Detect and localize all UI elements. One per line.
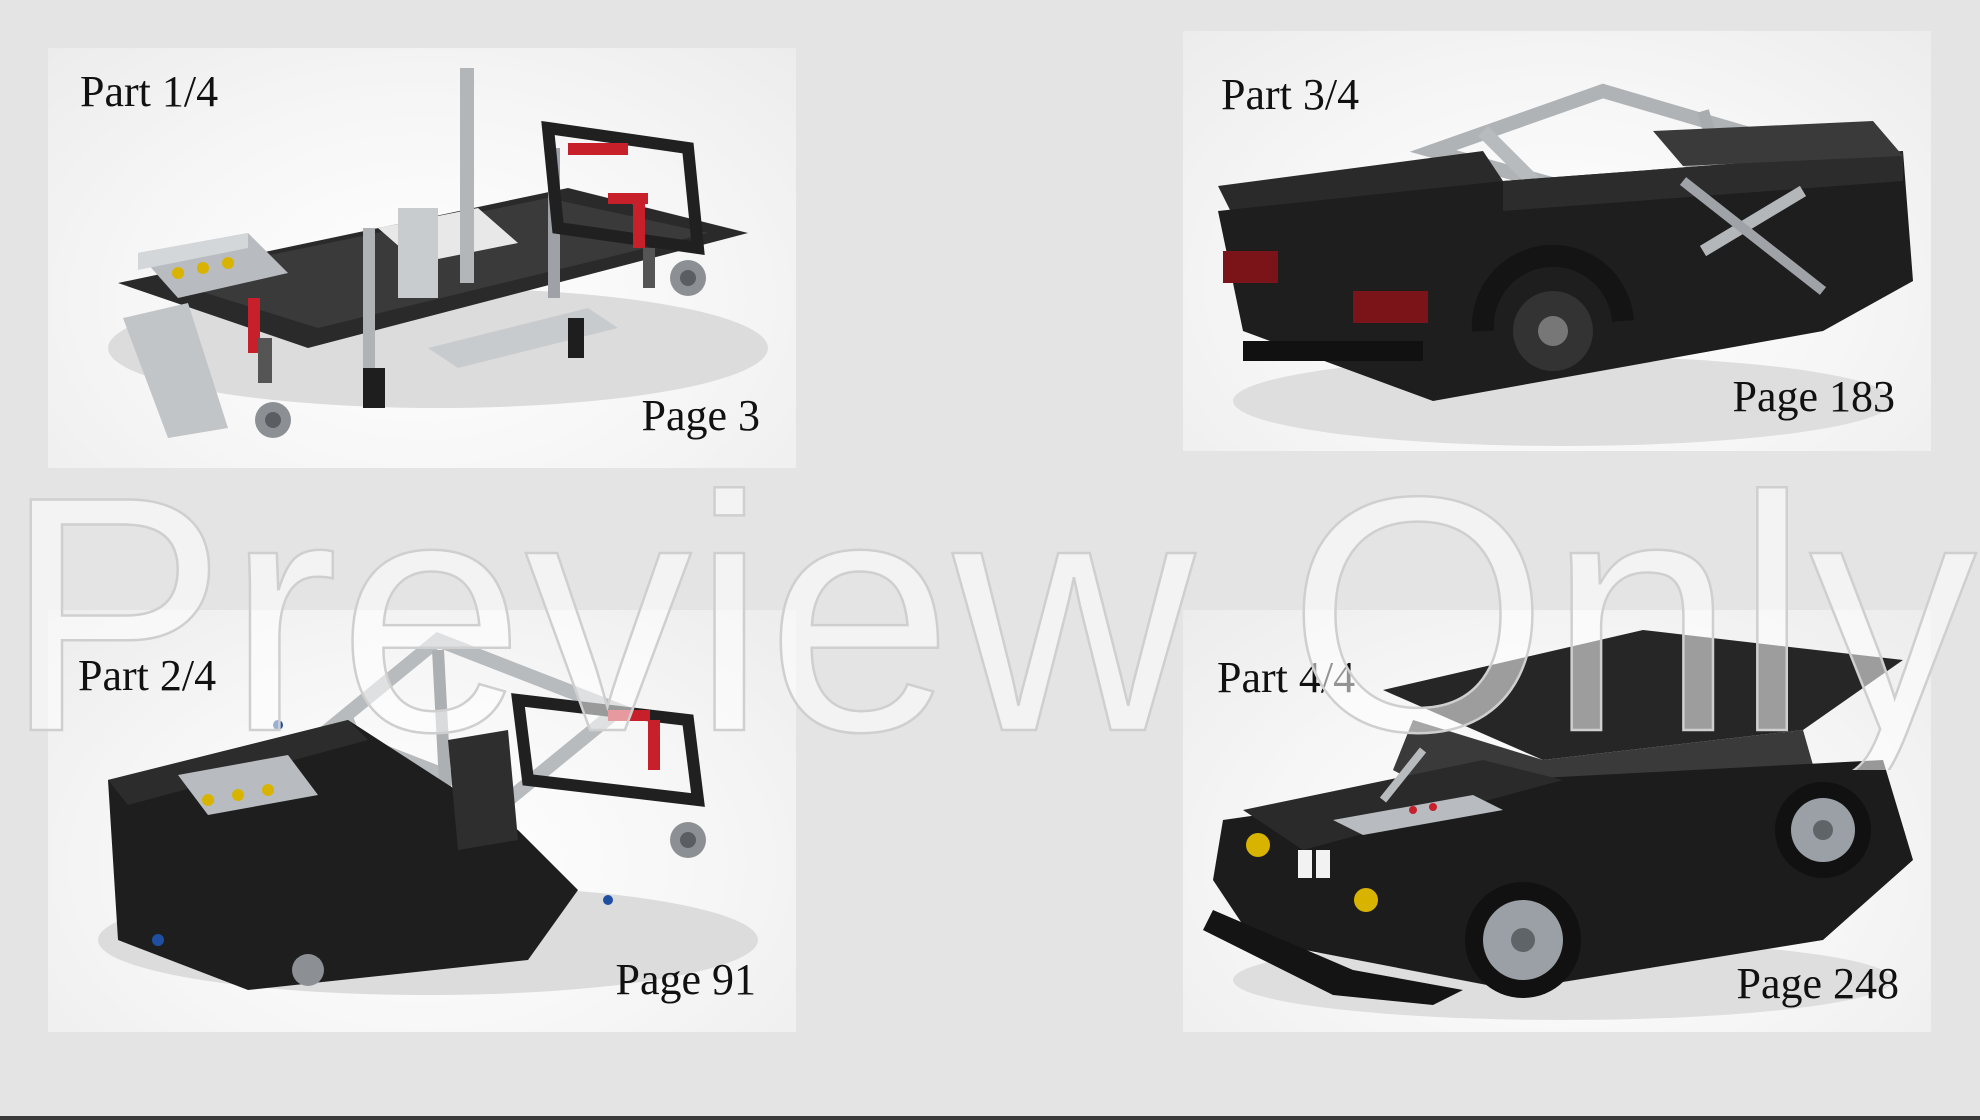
page-label: Page 248 [1736, 959, 1899, 1008]
chassis-with-cage-model-image [98, 631, 758, 995]
page-label: Page 91 [615, 955, 756, 1004]
panel-part-2: Part 2/4 Page 91 [48, 610, 796, 1032]
bottom-divider [0, 1116, 1980, 1120]
part-label: Part 4/4 [1217, 653, 1356, 702]
body-shell-model-image [1218, 83, 1913, 446]
page-label: Page 183 [1732, 372, 1895, 421]
finished-car-model-image [1203, 630, 1913, 1020]
chassis-model-image [108, 68, 768, 438]
part-label: Part 1/4 [80, 67, 219, 116]
panel-part-3: Part 3/4 Page 183 [1183, 31, 1931, 451]
panel-part-1: Part 1/4 Page 3 [48, 48, 796, 468]
part-label: Part 2/4 [78, 651, 217, 700]
part-label: Part 3/4 [1221, 70, 1360, 119]
panel-part-4: Part 4/4 Page 248 [1183, 610, 1931, 1032]
page-label: Page 3 [641, 391, 760, 440]
